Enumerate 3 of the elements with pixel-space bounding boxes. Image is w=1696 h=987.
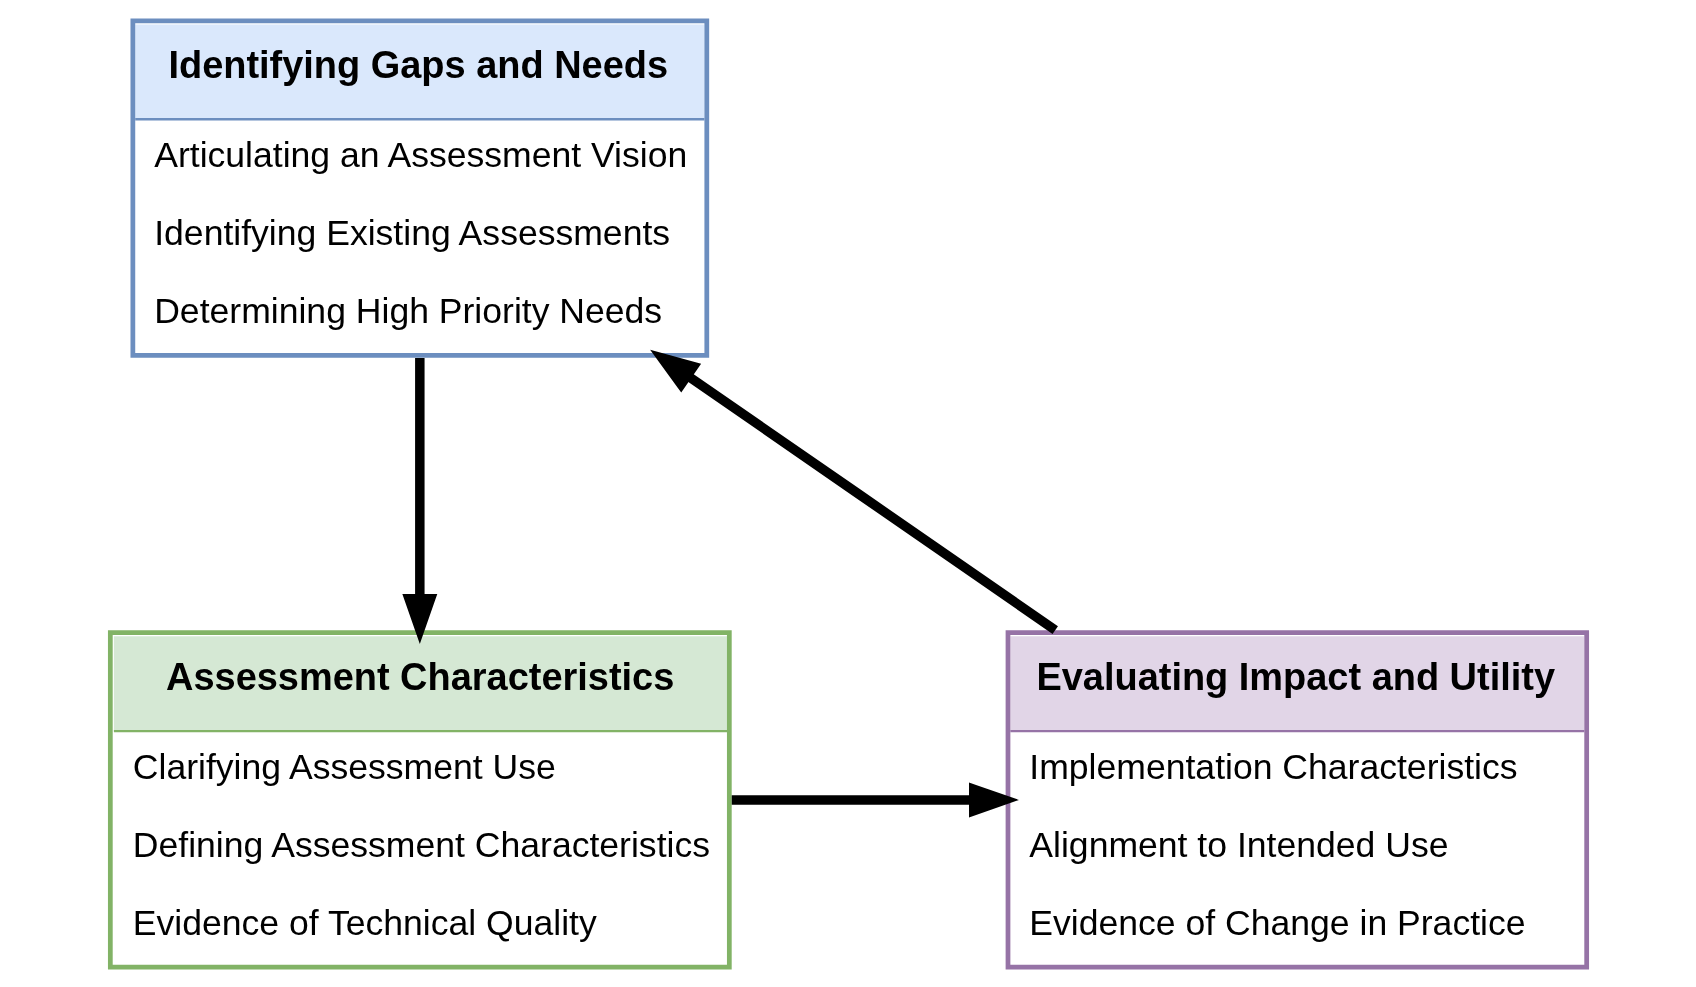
arrow	[649, 349, 1058, 634]
arrow	[401, 357, 437, 644]
arrow	[731, 781, 1019, 817]
